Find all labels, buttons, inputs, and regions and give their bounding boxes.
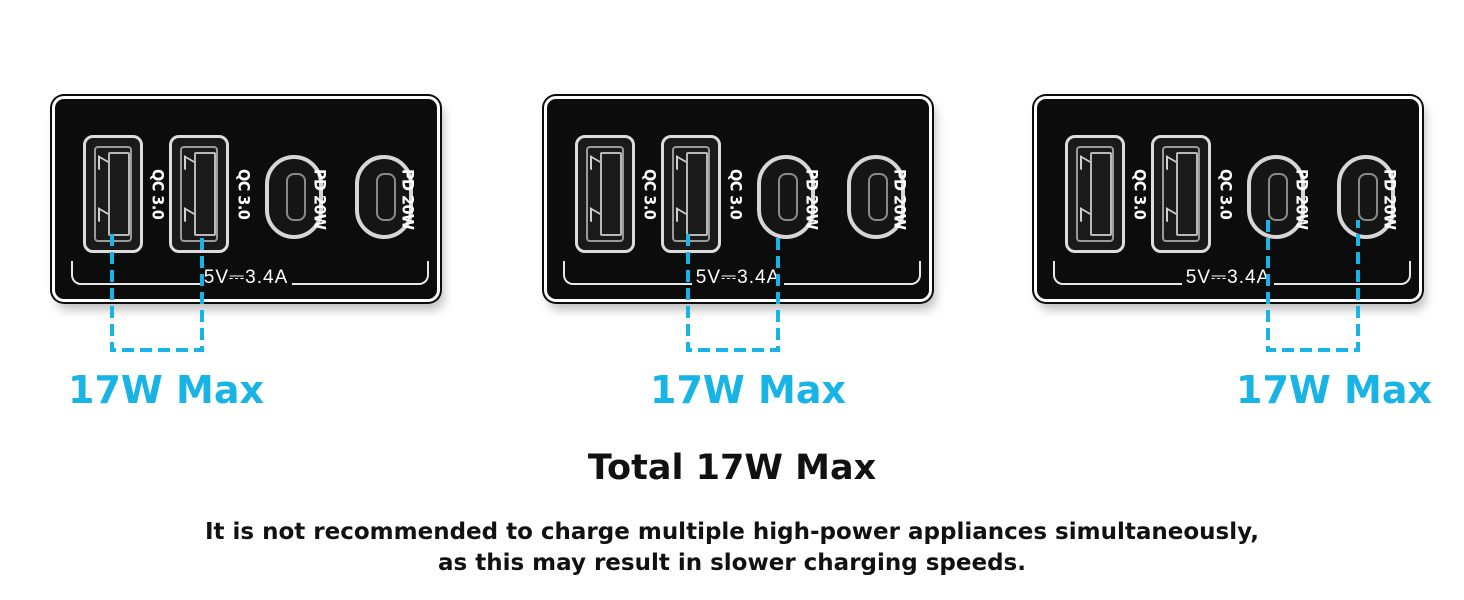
port-panel: QC 3.0 QC 3.0 PD 20W PD 20W 5V⎓3.4A (1034, 96, 1422, 302)
usb-a-port-1 (83, 135, 143, 253)
usb-c-port-1 (265, 155, 323, 239)
usb-c-port-2 (355, 155, 413, 239)
port-label: PD 20W (802, 169, 822, 230)
voltage-rating: 5V⎓3.4A (55, 267, 437, 289)
port-label: PD 20W (890, 169, 910, 230)
usb-a-port-1 (575, 135, 635, 253)
port-label: PD 20W (398, 169, 418, 230)
port-label: PD 20W (1380, 169, 1400, 230)
port-label: PD 20W (1292, 169, 1312, 230)
usb-c-port-1 (757, 155, 815, 239)
max-power-label-3: 17W Max (1236, 368, 1432, 412)
usb-a-port-1 (1065, 135, 1125, 253)
charger-panel-1: QC 3.0 QC 3.0 PD 20W PD 20W 5V⎓3.4A (52, 90, 452, 380)
port-label: PD 20W (310, 169, 330, 230)
voltage-rating: 5V⎓3.4A (547, 267, 929, 289)
port-label: QC 3.0 (726, 169, 746, 220)
usb-c-port-2 (847, 155, 905, 239)
usb-a-port-2 (1151, 135, 1211, 253)
charger-panel-3: QC 3.0 QC 3.0 PD 20W PD 20W 5V⎓3.4A (1034, 90, 1434, 380)
max-power-label-1: 17W Max (68, 368, 264, 412)
port-panel: QC 3.0 QC 3.0 PD 20W PD 20W 5V⎓3.4A (52, 96, 440, 302)
charger-panel-2: QC 3.0 QC 3.0 PD 20W PD 20W 5V⎓3.4A (544, 90, 944, 380)
max-power-label-2: 17W Max (650, 368, 846, 412)
usb-a-port-2 (661, 135, 721, 253)
usb-a-port-2 (169, 135, 229, 253)
total-max-heading: Total 17W Max (587, 448, 877, 488)
port-panel: QC 3.0 QC 3.0 PD 20W PD 20W 5V⎓3.4A (544, 96, 932, 302)
port-label: QC 3.0 (1130, 169, 1150, 220)
port-label: QC 3.0 (1216, 169, 1236, 220)
port-label: QC 3.0 (148, 169, 168, 220)
note-line-2: as this may result in slower charging sp… (438, 550, 1026, 576)
port-label: QC 3.0 (234, 169, 254, 220)
note-line-1: It is not recommended to charge multiple… (204, 519, 1260, 545)
port-label: QC 3.0 (640, 169, 660, 220)
voltage-rating: 5V⎓3.4A (1037, 267, 1419, 289)
